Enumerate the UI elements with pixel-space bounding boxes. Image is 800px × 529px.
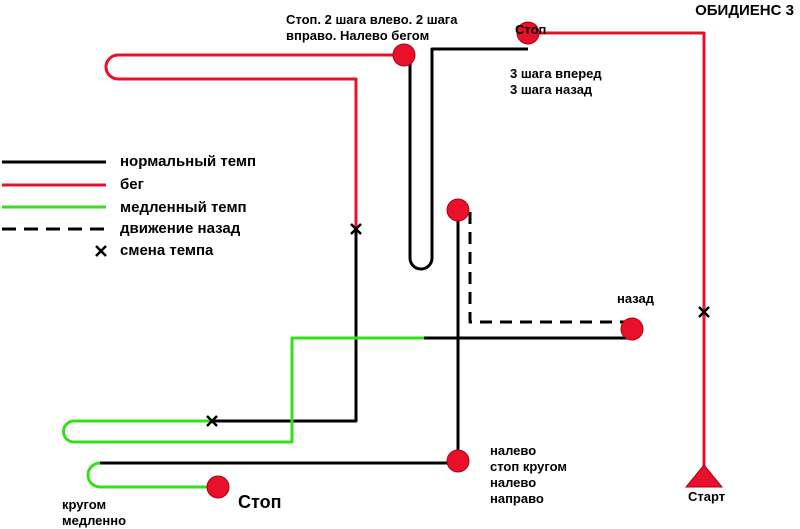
label-back: назад — [617, 291, 655, 306]
path-normal-down — [212, 229, 358, 423]
path-run-left-loop — [104, 53, 404, 229]
legend-cross-icon — [95, 245, 107, 257]
legend-label-normal: нормальный темп — [120, 153, 257, 170]
path-slow-loop — [62, 336, 424, 444]
label-stop-left-right: Стоп. 2 шага влево. 2 шага вправо. Налев… — [286, 12, 458, 43]
path-run-to-stop — [528, 31, 706, 312]
path-normal-hairpin — [408, 47, 528, 271]
label-stop-top: Стоп — [515, 22, 547, 37]
legend-label-run: бег — [120, 176, 144, 193]
label-turns: налево стоп кругом налево направо — [490, 443, 567, 506]
path-back-dashed — [468, 210, 632, 324]
tempo-change-marker — [206, 415, 218, 427]
station-stop-top — [516, 21, 540, 45]
station-stop-left-right — [392, 43, 416, 67]
start-triangle-icon — [684, 464, 724, 488]
legend-label-change: смена темпа — [120, 242, 214, 259]
station-turns — [446, 449, 470, 473]
label-start: Старт — [688, 489, 726, 504]
label-stop-end: Стоп — [238, 492, 282, 512]
tempo-change-marker — [698, 306, 710, 318]
station-back — [620, 317, 644, 341]
tempo-change-marker — [350, 223, 362, 235]
label-steps-fwd-back: 3 шага вперед 3 шага назад — [510, 66, 602, 97]
station-back-start — [446, 198, 470, 222]
legend-label-slow: медленный темп — [120, 199, 247, 216]
station-stop-end — [206, 475, 230, 499]
page-title: ОБИДИЕНС 3 — [695, 2, 794, 19]
path-slow-end — [86, 461, 218, 489]
label-around-slow: кругом медленно — [62, 497, 127, 528]
legend-label-back: движение назад — [120, 220, 241, 237]
